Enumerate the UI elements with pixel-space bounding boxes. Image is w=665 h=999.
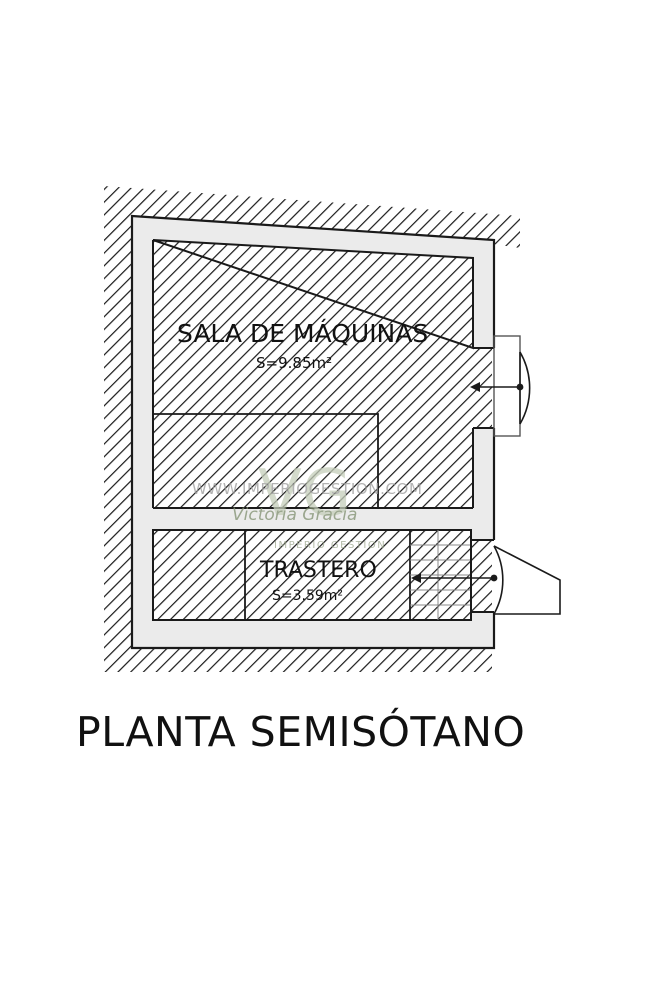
trastero-area: S=3.59m² [272,588,343,604]
watermark: VG WWW.IMPERIOGESTION.COM Victoria Graci… [192,457,423,551]
machine-platform [153,413,379,508]
door-sala [493,335,531,437]
walls [130,214,496,650]
sala-area: S=9.85m² [256,354,332,372]
watermark-brand: IMPERIO GESTION [274,540,386,551]
trastero-label: TRASTERO [259,558,377,583]
door-trastero [493,545,561,615]
entry-arrow-sala [470,382,524,392]
entry-arrow-trastero [411,573,498,583]
plan-title: PLANTA SEMISÓTANO [76,708,526,756]
watermark-url: WWW.IMPERIOGESTION.COM [192,480,423,498]
sala-label: SALA DE MÁQUINAS [177,319,428,348]
stair [410,530,470,620]
watermark-monogram: VG [258,457,351,531]
watermark-signature: Victoria Gracia [232,505,357,525]
